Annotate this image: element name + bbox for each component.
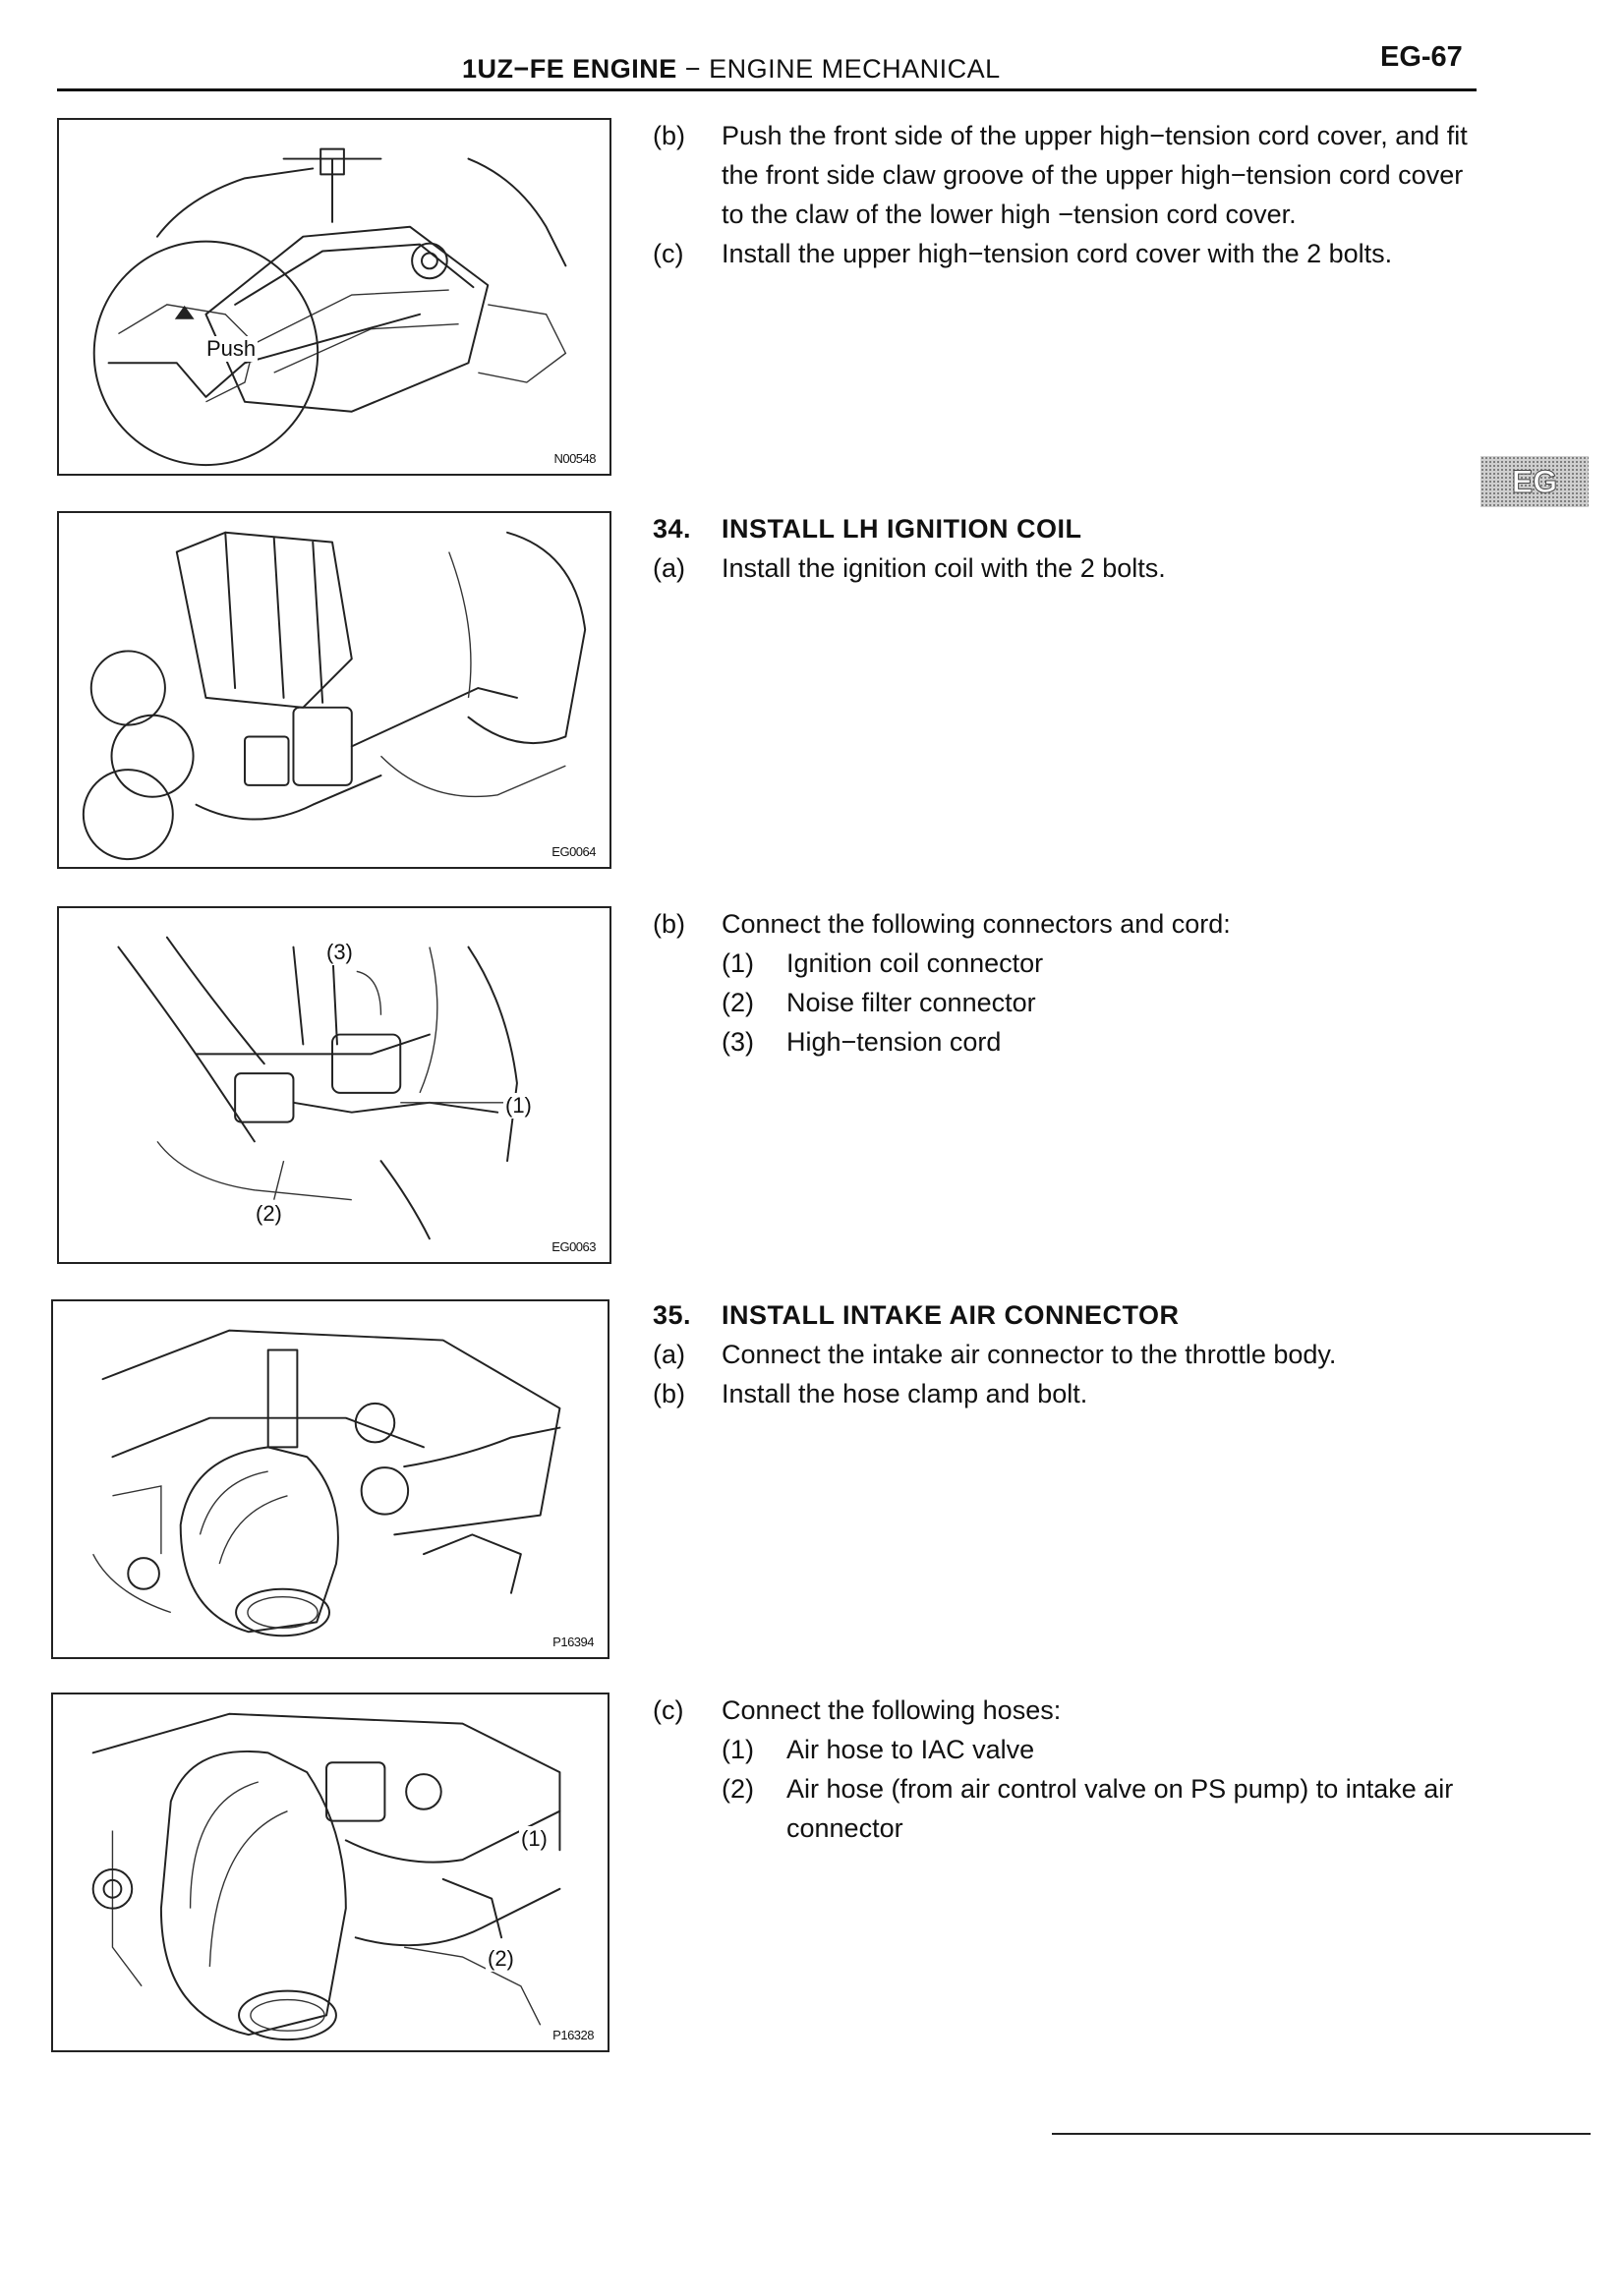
engine-cover-illustration [92,147,567,467]
sub-list-item: (3) High−tension cord [722,1022,1479,1062]
item-text: Install the upper high−tension cord cove… [722,239,1393,268]
item-label: (b) [653,909,685,939]
sub-list-item: (1) Air hose to IAC valve [722,1730,1479,1769]
list-item: (a) Connect the intake air connector to … [653,1335,1479,1374]
step-heading: 34. INSTALL LH IGNITION COIL [653,509,1479,548]
sub-list: (1) Ignition coil connector (2) Noise fi… [653,944,1479,1062]
list-item: (b) Push the front side of the upper hig… [653,116,1479,234]
item-label: (a) [653,1340,685,1369]
footer-divider [1052,2133,1591,2135]
engine-model: 1UZ−FE ENGINE [462,54,677,84]
list-item: (c) Install the upper high−tension cord … [653,234,1479,273]
step-heading: 35. INSTALL INTAKE AIR CONNECTOR [653,1295,1479,1335]
list-item: (b) Install the hose clamp and bolt. [653,1374,1479,1413]
connector-instructions: (b) Connect the following connectors and… [653,904,1479,1062]
list-item: (b) Connect the following connectors and… [653,904,1479,944]
section-tab[interactable]: EG [1480,456,1589,507]
header-divider [57,88,1477,91]
item-label: (b) [653,1379,685,1408]
item-text: Connect the following hoses: [722,1695,1062,1725]
sub-list-item: (2) Noise filter connector [722,983,1479,1022]
item-label: (b) [653,121,685,150]
list-item: (a) Install the ignition coil with the 2… [653,548,1479,588]
intake-connector-illustration [92,1329,561,1637]
sub-item-text: Ignition coil connector [786,948,1044,978]
callout-label: (3) [324,940,355,965]
figure-code: P16394 [552,1635,594,1649]
item-text: Connect the following connectors and cor… [722,909,1231,939]
sub-item-label: (3) [722,1027,754,1057]
step-35-instructions: 35. INSTALL INTAKE AIR CONNECTOR (a) Con… [653,1295,1479,1413]
figure-code: P16328 [552,2028,594,2042]
step-title: INSTALL INTAKE AIR CONNECTOR [722,1300,1180,1330]
callout-label: (2) [254,1201,284,1227]
figure-intake-connector: P16394 [51,1299,609,1659]
item-label: (a) [653,553,685,583]
sub-list-item: (2) Air hose (from air control valve on … [722,1769,1479,1848]
step-title: INSTALL LH IGNITION COIL [722,514,1082,544]
callout-label: (1) [503,1093,534,1119]
figure-connectors: (3) (1) (2) EG0063 [57,906,611,1264]
step-number: 34. [653,514,692,544]
cord-cover-instructions: (b) Push the front side of the upper hig… [653,116,1479,273]
item-text: Install the hose clamp and bolt. [722,1379,1088,1408]
hose-instructions: (c) Connect the following hoses: (1) Air… [653,1691,1479,1848]
figure-ignition-coil: EG0064 [57,511,611,869]
sub-item-text: Air hose (from air control valve on PS p… [786,1774,1454,1843]
sub-item-label: (2) [722,1774,754,1804]
sub-item-text: High−tension cord [786,1027,1002,1057]
sub-item-text: Noise filter connector [786,988,1036,1017]
figure-label: Push [204,336,259,362]
callout-label: (2) [486,1946,516,1972]
item-label: (c) [653,1695,684,1725]
step-34-instructions: 34. INSTALL LH IGNITION COIL (a) Install… [653,509,1479,588]
air-hoses-illustration [91,1712,561,2041]
sub-item-text: Air hose to IAC valve [786,1735,1035,1764]
figure-cord-cover: Push N00548 [57,118,611,476]
sub-list-item: (1) Ignition coil connector [722,944,1479,983]
sub-item-label: (1) [722,1735,754,1764]
list-item: (c) Connect the following hoses: [653,1691,1479,1730]
sub-item-label: (2) [722,988,754,1017]
figure-code: EG0064 [551,844,596,859]
ignition-coil-illustration [82,531,587,861]
callout-label: (1) [519,1826,550,1852]
figure-air-hoses: (1) (2) P16328 [51,1693,609,2052]
sub-item-label: (1) [722,948,754,978]
item-text: Push the front side of the upper high−te… [722,121,1468,229]
figure-code: N00548 [553,451,596,466]
sub-list: (1) Air hose to IAC valve (2) Air hose (… [653,1730,1479,1848]
connectors-illustration [117,936,518,1240]
page-number: EG-67 [1380,41,1463,73]
section-name: − ENGINE MECHANICAL [676,54,1001,84]
figure-code: EG0063 [551,1239,596,1254]
item-label: (c) [653,239,684,268]
item-text: Install the ignition coil with the 2 bol… [722,553,1166,583]
step-number: 35. [653,1300,692,1330]
item-text: Connect the intake air connector to the … [722,1340,1337,1369]
page-title: 1UZ−FE ENGINE − ENGINE MECHANICAL [462,54,1001,85]
